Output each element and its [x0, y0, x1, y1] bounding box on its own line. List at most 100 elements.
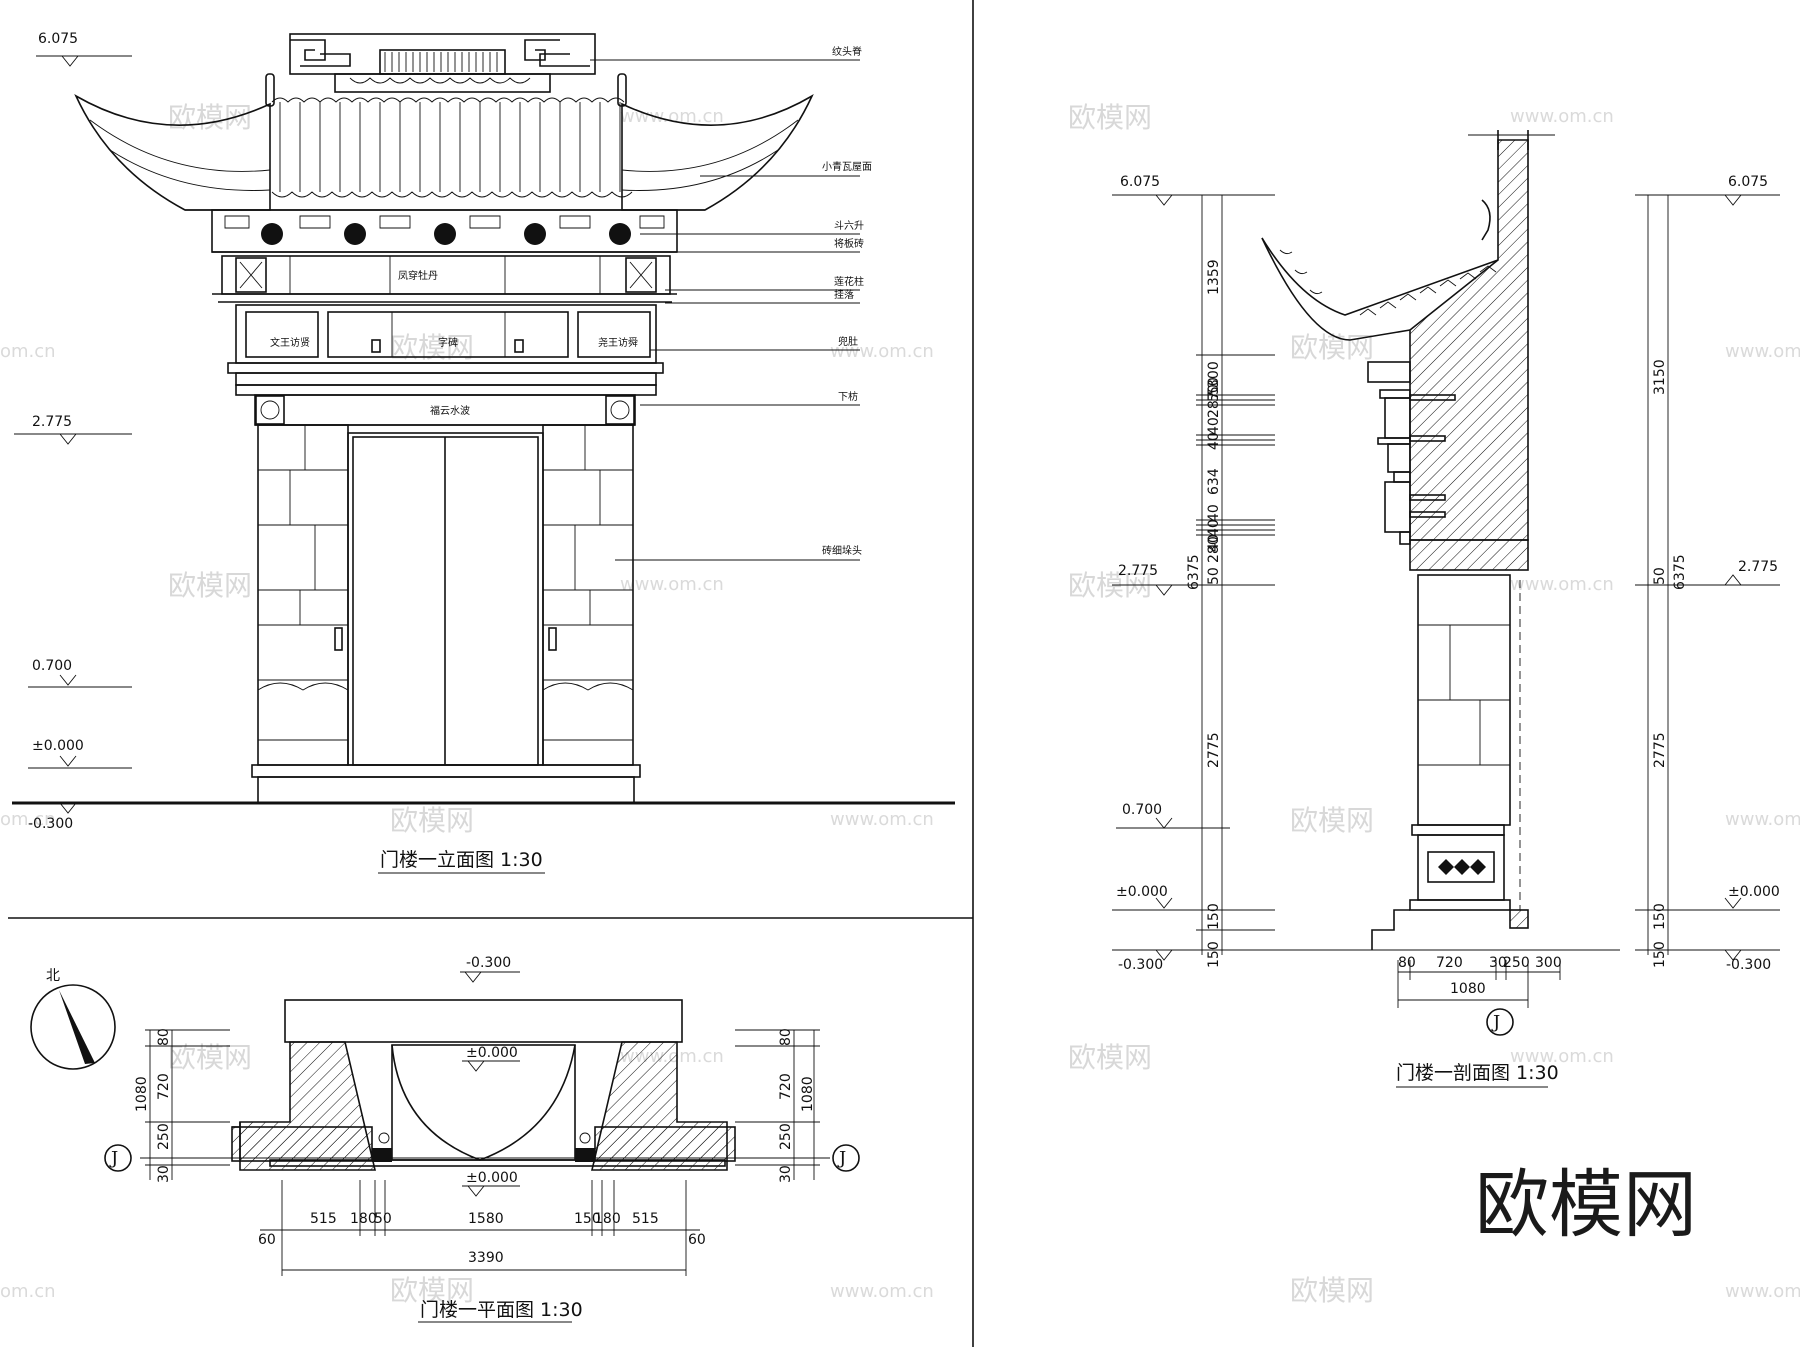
svg-text:720: 720 — [1436, 955, 1463, 971]
svg-text:-0.300: -0.300 — [1726, 957, 1771, 973]
watermark-text: 欧模网 — [1290, 331, 1374, 364]
svg-text:J: J — [837, 1148, 846, 1169]
svg-text:莲花柱: 莲花柱 — [834, 275, 864, 288]
elevation-levels: 6.075 2.775 0.700 ±0.000 -0.300 — [12, 31, 955, 832]
svg-text:斗六升: 斗六升 — [834, 220, 864, 232]
svg-text:±0.000: ±0.000 — [32, 738, 84, 754]
watermark-url: om.cn — [0, 341, 56, 362]
section-dims-left: 1359 300 287 50 40 40 50 634 40 40 40 28… — [1186, 194, 1275, 968]
watermark-text: 欧模网 — [168, 101, 252, 134]
svg-text:6.075: 6.075 — [38, 31, 78, 47]
elevation-drawing: 6.075 2.775 0.700 ±0.000 -0.300 — [12, 31, 955, 874]
svg-text:2.775: 2.775 — [32, 414, 72, 430]
panel-center-label: 字碑 — [438, 336, 458, 349]
svg-text:50: 50 — [1206, 377, 1222, 395]
watermark-url: www.om.cn — [620, 574, 724, 595]
north-arrow: 北 — [30, 968, 116, 1070]
sheet-frame — [8, 0, 974, 1347]
svg-text:J: J — [1491, 1012, 1500, 1033]
svg-text:720: 720 — [156, 1073, 172, 1100]
watermark-text: 欧模网 — [1068, 101, 1152, 134]
svg-text:80: 80 — [1398, 955, 1416, 971]
watermark-text: 欧模网 — [168, 1041, 252, 1074]
svg-text:3390: 3390 — [468, 1250, 504, 1266]
watermark-text: 欧模网 — [1290, 804, 1374, 837]
svg-text:150: 150 — [1206, 903, 1222, 930]
svg-text:1080: 1080 — [800, 1076, 816, 1112]
watermark-url: www.om.cn — [1510, 574, 1614, 595]
svg-text:1580: 1580 — [468, 1211, 504, 1227]
watermark-url: www.om.cn — [1510, 1046, 1614, 1067]
svg-text:J: J — [109, 1148, 118, 1169]
watermark-url: www.om.cn — [1725, 341, 1800, 362]
svg-text:300: 300 — [1206, 361, 1222, 388]
svg-text:2.775: 2.775 — [1738, 559, 1778, 575]
svg-text:±0.000: ±0.000 — [1116, 884, 1168, 900]
svg-text:180: 180 — [594, 1211, 621, 1227]
watermark-url: www.om.cn — [1725, 1281, 1800, 1302]
watermark-text: 欧模网 — [390, 1274, 474, 1307]
svg-text:30: 30 — [156, 1165, 172, 1183]
plan-drawing: 北 -0.300 ±0.000 ±0.000 J J — [30, 955, 860, 1323]
svg-text:6375: 6375 — [1186, 554, 1202, 590]
svg-text:3150: 3150 — [1652, 359, 1668, 395]
upper-panel: 凤穿牡丹 — [212, 255, 677, 303]
svg-text:6.075: 6.075 — [1120, 174, 1160, 190]
elevation-title: 门楼一立面图 1:30 — [380, 849, 543, 871]
svg-text:2775: 2775 — [1652, 732, 1668, 768]
section-title: 门楼一剖面图 1:30 — [1396, 1062, 1559, 1084]
svg-text:50: 50 — [1206, 567, 1222, 585]
section-levels-right: 6.075 2.775 ±0.000 -0.300 — [1635, 174, 1780, 973]
svg-text:50: 50 — [1652, 567, 1668, 585]
watermark-text: 欧模网 — [390, 804, 474, 837]
svg-text:80: 80 — [156, 1028, 172, 1046]
watermark-text: 欧模网 — [1290, 1274, 1374, 1307]
svg-text:挂落: 挂落 — [834, 288, 854, 301]
brand-logo: 欧模网 — [1475, 1162, 1697, 1248]
bracket-band — [211, 209, 678, 253]
svg-text:515: 515 — [310, 1211, 337, 1227]
watermark-url: www.om.cn — [830, 809, 934, 830]
svg-text:40: 40 — [1206, 417, 1222, 435]
door-posts — [257, 424, 634, 766]
svg-text:±0.000: ±0.000 — [1728, 884, 1780, 900]
svg-text:2775: 2775 — [1206, 732, 1222, 768]
north-label: 北 — [46, 968, 60, 984]
svg-text:0.700: 0.700 — [1122, 802, 1162, 818]
watermark-url: www.om.cn — [1510, 106, 1614, 127]
svg-text:150: 150 — [1206, 941, 1222, 968]
svg-text:砖细垛头: 砖细垛头 — [822, 544, 862, 557]
svg-text:60: 60 — [258, 1232, 276, 1248]
svg-text:40: 40 — [1206, 534, 1222, 552]
svg-text:180: 180 — [350, 1211, 377, 1227]
panel-left-label: 文王访贤 — [270, 336, 310, 349]
svg-text:250: 250 — [778, 1123, 794, 1150]
section-drawing: 6.075 2.775 0.700 ±0.000 -0.300 — [1112, 130, 1780, 1088]
svg-text:纹头脊: 纹头脊 — [832, 45, 862, 58]
svg-text:-0.300: -0.300 — [28, 816, 73, 832]
svg-text:250: 250 — [156, 1123, 172, 1150]
panel-upper-label: 凤穿牡丹 — [398, 269, 438, 282]
svg-text:1359: 1359 — [1206, 259, 1222, 295]
plan-vertical-dims-right: 80 720 250 30 1080 — [735, 1028, 820, 1183]
ridge-ornament — [289, 33, 596, 93]
svg-text:60: 60 — [688, 1232, 706, 1248]
svg-text:50: 50 — [1206, 384, 1222, 402]
svg-text:下枋: 下枋 — [838, 390, 858, 403]
section-brackets — [1367, 361, 1456, 545]
svg-text:150: 150 — [1652, 903, 1668, 930]
svg-text:150: 150 — [574, 1211, 601, 1227]
section-dims-right: 3150 6375 50 2775 150 150 — [1647, 195, 1688, 968]
svg-text:小青瓦屋面: 小青瓦屋面 — [822, 160, 872, 173]
svg-text:1080: 1080 — [134, 1076, 150, 1112]
watermark-url: om.cn — [0, 809, 56, 830]
svg-text:2.775: 2.775 — [1118, 563, 1158, 579]
svg-text:-0.300: -0.300 — [466, 955, 511, 971]
svg-text:280: 280 — [1206, 536, 1222, 563]
watermark-url: www.om.cn — [620, 106, 724, 127]
watermark-text: 欧模网 — [390, 331, 474, 364]
watermark-text: 欧模网 — [168, 569, 252, 602]
svg-text:30: 30 — [1489, 955, 1507, 971]
watermark-url: www.om.cn — [830, 341, 934, 362]
